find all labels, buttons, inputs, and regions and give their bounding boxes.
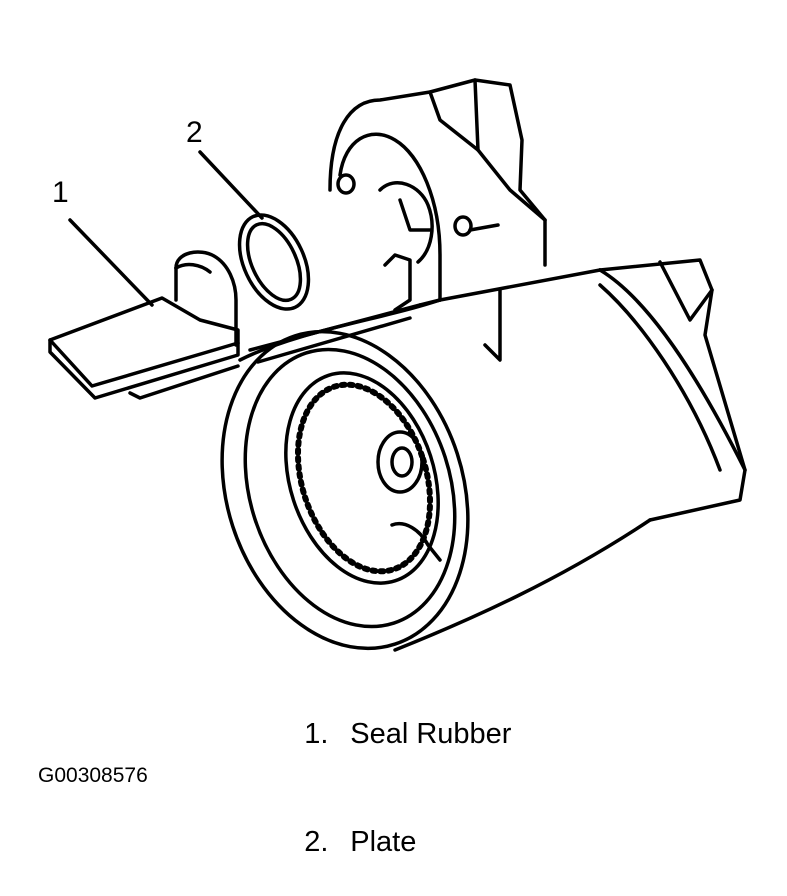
legend-label: Plate [350, 826, 417, 858]
parts-legend: 1. Seal Rubber 2. Plate [272, 680, 511, 896]
legend-number: 1. [304, 718, 329, 750]
leader-line-1 [68, 218, 154, 307]
legend-label: Seal Rubber [350, 718, 512, 750]
plate-part [237, 213, 311, 311]
starter-housing-diagram [48, 78, 747, 652]
legend-item: 1. Seal Rubber [272, 680, 511, 788]
legend-number: 2. [304, 826, 329, 858]
callout-label-1: 1 [52, 176, 69, 209]
starter-housing [220, 78, 747, 652]
seal-rubber-part [48, 250, 240, 400]
leader-line-2 [198, 150, 264, 220]
figure-id: G00308576 [38, 764, 148, 787]
callout-label-2: 2 [186, 116, 203, 149]
legend-item: 2. Plate [272, 788, 511, 896]
